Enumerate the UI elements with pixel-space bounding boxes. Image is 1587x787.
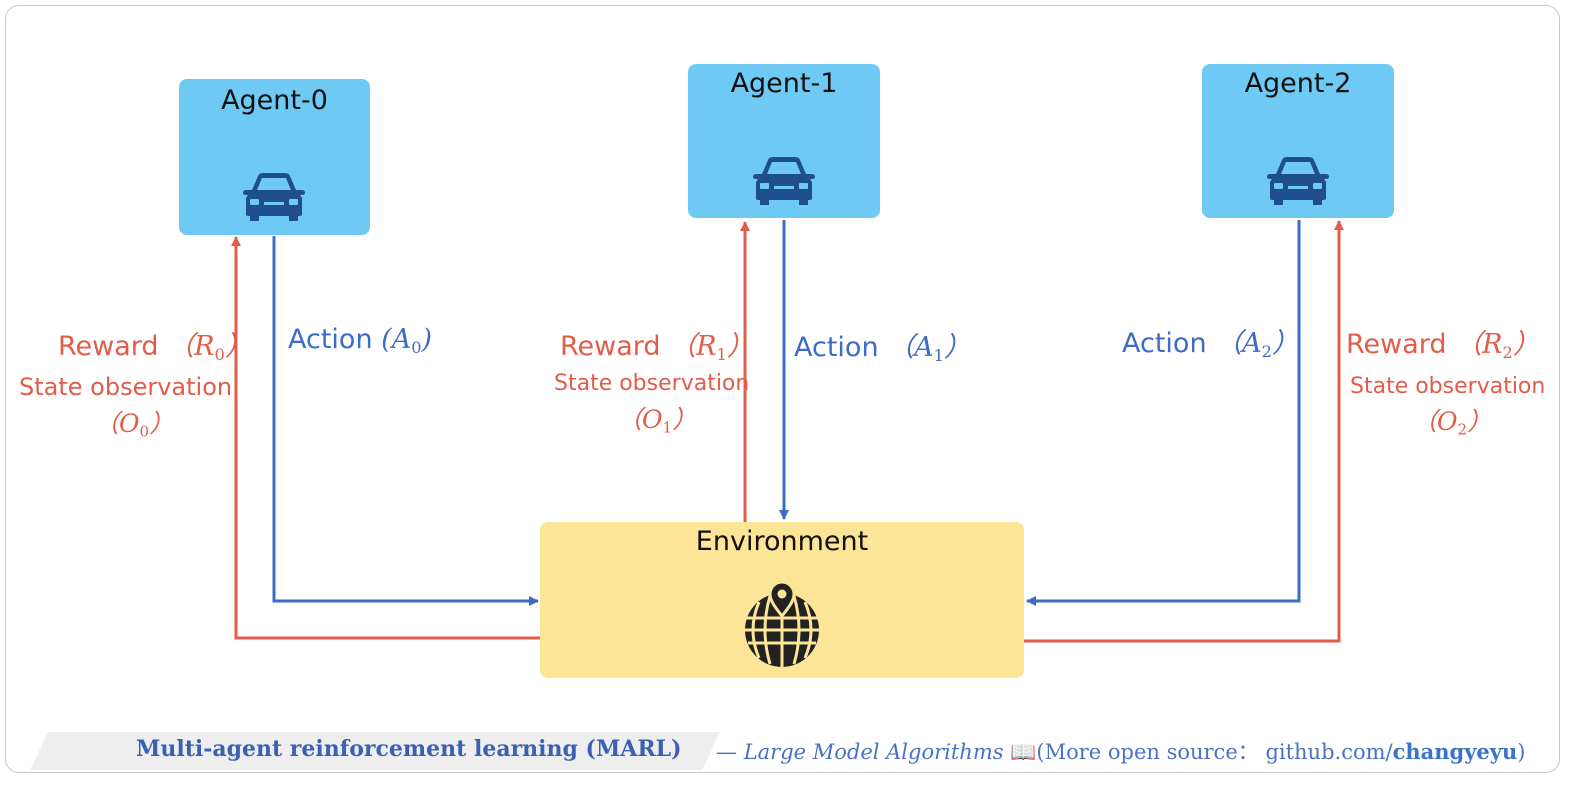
book-icon: 📖 (1010, 740, 1037, 764)
reward-arrow-0 (231, 236, 540, 640)
reward-1-label: Reward （R1） (560, 331, 754, 364)
state-1-symbol: （O1） (617, 405, 698, 437)
action-2-label: Action （A2） (1122, 328, 1299, 361)
car-icon (753, 157, 815, 205)
github-link[interactable]: github.com/changyeyu (1265, 739, 1518, 764)
car-icon (1267, 157, 1329, 205)
state-2-symbol: （O2） (1412, 407, 1493, 439)
agent-2-box: Agent-2 (1202, 64, 1394, 218)
agent-1-box: Agent-1 (688, 64, 880, 218)
action-0-label: Action (A0) (288, 324, 433, 357)
reward-2-label: Reward （R2） (1346, 329, 1540, 362)
reward-0-label: Reward （R0） (58, 331, 252, 364)
diagram-frame (5, 5, 1560, 773)
agent-2-title: Agent-2 (1244, 68, 1352, 99)
agent-0-box: Agent-0 (179, 79, 370, 235)
action-arrow-2 (1026, 220, 1301, 606)
reward-arrow-2 (1024, 220, 1344, 643)
state-1-label: State observation (554, 371, 750, 396)
footer-credit: — Large Model Algorithms 📖(More open sou… (716, 739, 1526, 764)
agent-0-title: Agent-0 (221, 85, 328, 116)
action-arrow-0 (272, 236, 539, 606)
state-0-label: State observation (19, 373, 233, 401)
car-icon (243, 173, 305, 221)
agent-1-title: Agent-1 (730, 68, 838, 99)
footer-band (30, 732, 720, 770)
action-1-label: Action （A1） (794, 332, 971, 365)
state-2-label: State observation (1350, 374, 1546, 399)
environment-title: Environment (695, 526, 869, 557)
globe-location-icon (745, 580, 819, 667)
state-0-symbol: （O0） (94, 409, 175, 441)
environment-box: Environment (540, 522, 1024, 678)
footer-subtitle: Large Model Algorithms (743, 740, 1004, 764)
footer-title: Multi-agent reinforcement learning (MARL… (136, 736, 682, 762)
